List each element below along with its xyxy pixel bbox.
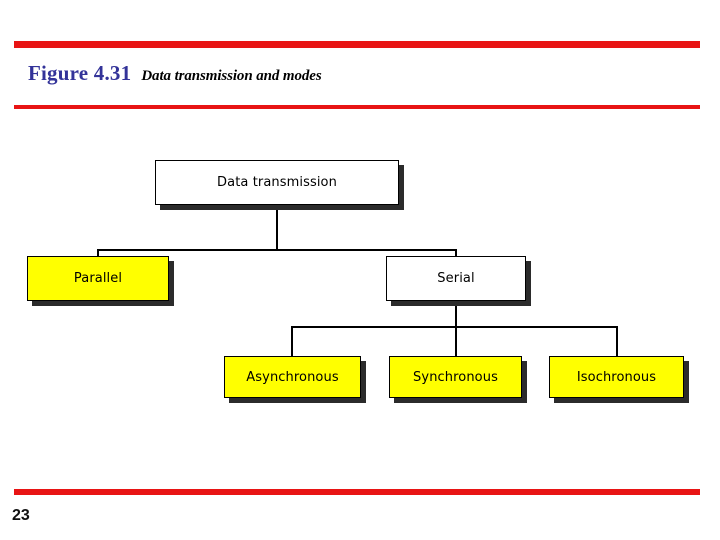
node-label-synchronous: Synchronous xyxy=(413,369,498,385)
title-red-rule xyxy=(14,105,700,109)
connector-to-asynchronous xyxy=(291,326,293,356)
node-label-parallel: Parallel xyxy=(73,271,123,286)
node-label-data-transmission: Data transmission xyxy=(217,175,337,190)
figure-caption-text: Data transmission and modes xyxy=(141,68,322,84)
node-label-isochronous: Isochronous xyxy=(576,369,657,385)
connector-to-isochronous xyxy=(616,326,618,356)
connector-root-stem xyxy=(276,205,278,250)
node-serial[interactable]: Serial xyxy=(386,256,526,301)
figure-title: Figure 4.31 Data transmission and modes xyxy=(28,63,322,84)
figure-number-label: Figure 4.31 xyxy=(28,61,132,85)
connector-to-synchronous xyxy=(455,326,457,356)
node-asynchronous[interactable]: Asynchronous xyxy=(224,356,361,398)
bottom-red-rule xyxy=(14,489,700,495)
connector-level1-bus xyxy=(98,249,457,251)
node-synchronous[interactable]: Synchronous xyxy=(389,356,522,398)
node-parallel[interactable]: Parallel xyxy=(27,256,169,301)
page-number: 23 xyxy=(12,507,30,524)
connector-to-serial xyxy=(455,249,457,257)
node-data-transmission[interactable]: Data transmission xyxy=(155,160,399,205)
top-red-rule xyxy=(14,41,700,48)
connector-to-parallel xyxy=(97,249,99,257)
node-isochronous[interactable]: Isochronous xyxy=(549,356,684,398)
node-label-asynchronous: Asynchronous xyxy=(246,369,339,385)
node-label-serial: Serial xyxy=(437,271,475,286)
